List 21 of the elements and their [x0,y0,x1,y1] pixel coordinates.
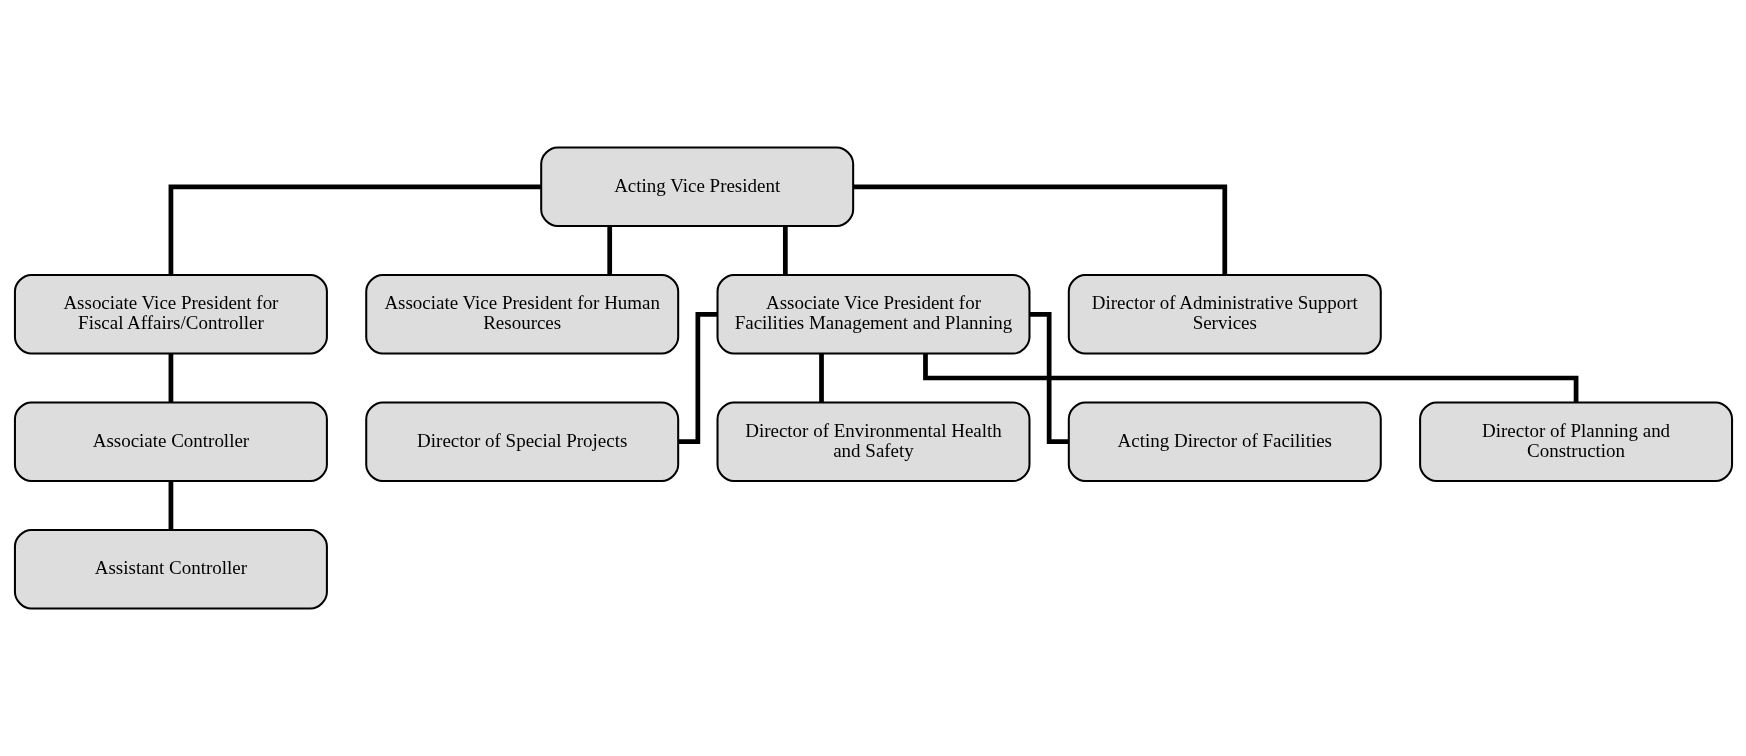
node-box: Assistant Controller [13,528,328,610]
node-box: Acting Director of Facilities [1067,401,1382,483]
node-box: Director of Planning and Construction [1418,401,1733,483]
connector [677,311,717,445]
node-box: Associate Controller [13,401,328,483]
connector [1029,311,1069,445]
connector [922,353,1578,403]
node-box: Acting Vice President [539,146,854,228]
connector [168,353,173,403]
node-box: Associate Vice President for Human Resources [364,273,679,355]
connector [782,226,788,275]
node-box: Director of Special Projects [364,401,679,483]
connector [168,184,541,275]
node-box: Director of Administrative Support Services [1067,273,1382,355]
connector [818,353,824,403]
connector [852,184,1227,275]
node-box: Associate Vice President for Facilities Management and Planning [716,273,1030,355]
node-box: Director of Environmental Health and Safety [716,401,1030,483]
node-box: Associate Vice President for Fiscal Affairs/Controller [13,273,328,355]
connector [606,226,612,275]
connector [168,481,173,530]
